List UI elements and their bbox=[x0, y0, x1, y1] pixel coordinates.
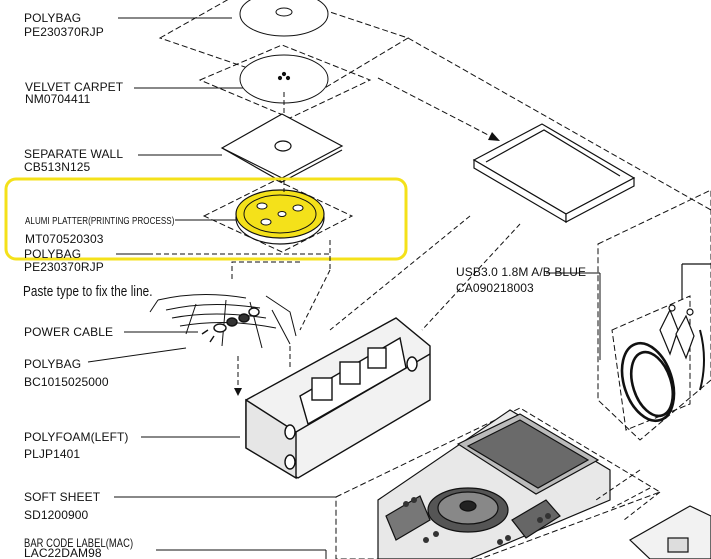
soft-sheet-outline bbox=[335, 407, 662, 559]
barcode-label-name: BAR CODE LABEL(MAC) bbox=[24, 536, 134, 550]
lower-right-part bbox=[628, 505, 711, 559]
arrow-down-head bbox=[234, 388, 242, 396]
alumi-platter-name: ALUMI PLATTER(PRINTING PROCESS) bbox=[25, 216, 175, 227]
paste-tape-note: Paste type to fix the line. bbox=[23, 283, 153, 300]
alumi-platter-code: MT070520303 bbox=[25, 232, 104, 246]
polybag-mid-name: POLYBAG bbox=[24, 247, 82, 261]
polyfoam-left bbox=[245, 317, 431, 480]
polybag-top-name: POLYBAG bbox=[24, 11, 82, 25]
disc-velvet bbox=[239, 54, 329, 104]
power-cable-coil bbox=[201, 307, 260, 343]
velvet-carpet-name: VELVET CARPET bbox=[25, 80, 124, 94]
unit-arrows bbox=[595, 469, 661, 521]
separate-wall bbox=[220, 113, 344, 183]
alumi-platter bbox=[235, 189, 325, 245]
usb-cable-code: CA090218003 bbox=[456, 281, 534, 295]
cable-tapes bbox=[149, 293, 297, 349]
polybag-low-name: POLYBAG bbox=[24, 357, 82, 371]
arrow-to-box bbox=[377, 37, 711, 211]
assembly-dash-lines bbox=[148, 92, 521, 390]
polyfoam-left-code: PLJP1401 bbox=[24, 447, 81, 461]
power-cable-name: POWER CABLE bbox=[24, 325, 114, 339]
arrow-to-box-head bbox=[488, 132, 500, 141]
velvet-carpet-outline bbox=[198, 44, 372, 119]
polybag-mid-code: PE230370RJP bbox=[24, 260, 104, 274]
highlight-frame bbox=[4, 177, 408, 261]
cable-ties bbox=[659, 263, 711, 360]
controller-unit bbox=[377, 409, 611, 559]
usb-cable-coil bbox=[620, 329, 705, 423]
soft-sheet-name: SOFT SHEET bbox=[24, 490, 101, 504]
polybag-low-code: BC1015025000 bbox=[24, 375, 109, 389]
disc-top bbox=[239, 0, 329, 37]
velvet-carpet-code: NM0704411 bbox=[25, 92, 91, 106]
accessory-box bbox=[472, 123, 636, 224]
separate-wall-name: SEPARATE WALL bbox=[24, 147, 124, 161]
leader-lines bbox=[87, 17, 601, 559]
barcode-label-code: LAC22DAM98 bbox=[24, 546, 102, 559]
usb-cable-name: USB3.0 1.8M A/B BLUE bbox=[456, 265, 587, 279]
usb-cable-group bbox=[597, 189, 711, 441]
soft-sheet-code: SD1200900 bbox=[24, 508, 89, 522]
polybag-top-code: PE230370RJP bbox=[24, 25, 104, 39]
separate-wall-code: CB513N125 bbox=[24, 160, 91, 174]
polyfoam-left-name: POLYFOAM(LEFT) bbox=[24, 430, 129, 444]
